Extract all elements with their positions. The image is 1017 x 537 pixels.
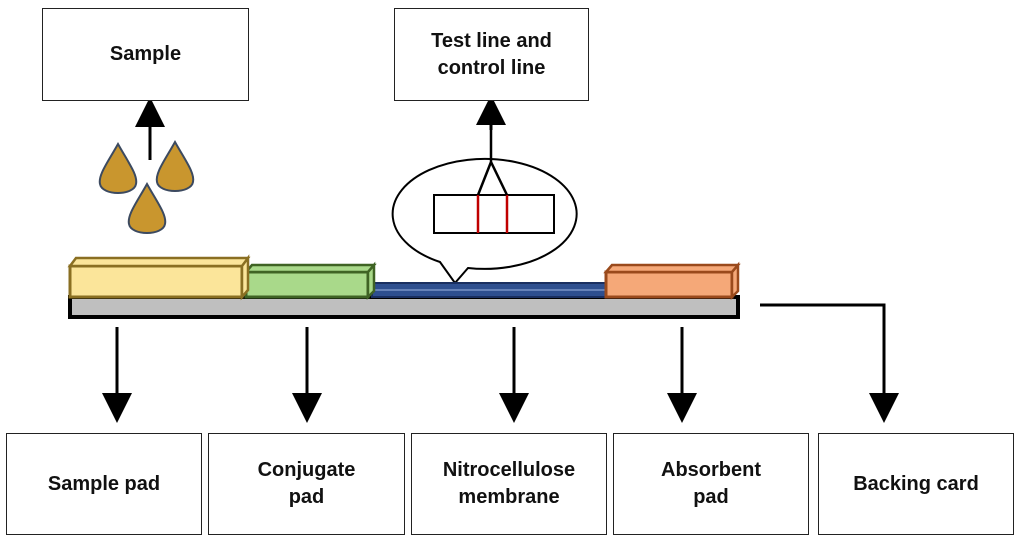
backing-card-box: Backing card: [818, 433, 1014, 535]
absorbent-pad-box: Absorbent pad: [613, 433, 809, 535]
test-control-label-box: Test line and control line: [394, 8, 589, 101]
sample-pad-shape: [67, 254, 251, 301]
backing-card-shape: [68, 295, 740, 319]
backing-card-label: Backing card: [853, 472, 979, 495]
nitrocellulose-box: Nitrocellulose membrane: [411, 433, 607, 535]
absorbent-pad-shape: [603, 261, 741, 301]
sample-label-box: Sample: [42, 8, 249, 101]
strip-window: [433, 194, 555, 234]
conjugate-pad-box: Conjugate pad: [208, 433, 405, 535]
sample-drops-icon: [98, 139, 195, 234]
test-control-label: Test line and control line: [431, 29, 552, 79]
arrow-backing-card: [760, 303, 899, 423]
nitrocellulose-label: Nitrocellulose membrane: [442, 459, 576, 508]
conjugate-pad-shape: [243, 261, 377, 301]
sample-label: Sample: [109, 43, 182, 65]
absorbent-pad-label: Absorbent pad: [661, 459, 761, 508]
sample-pad-box: Sample pad: [6, 433, 202, 535]
conjugate-pad-label: Conjugate pad: [257, 459, 356, 508]
sample-pad-label: Sample pad: [47, 472, 161, 495]
